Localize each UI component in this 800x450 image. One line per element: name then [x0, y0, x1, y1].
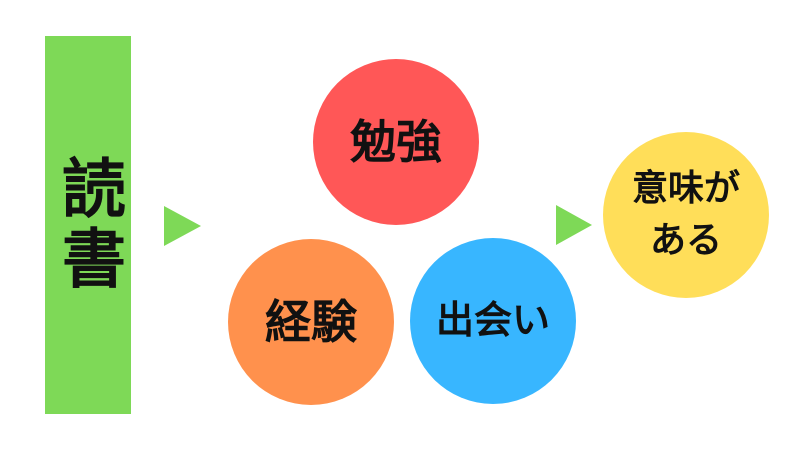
study-label: 勉強	[350, 114, 442, 169]
meaningful-label: 意味が ある	[632, 163, 740, 267]
experience-circle: 経験	[228, 239, 394, 405]
reading-label: 読書	[51, 155, 125, 295]
meaningful-label-line-2: ある	[649, 220, 722, 261]
arrow-right-icon	[164, 206, 201, 246]
arrow-right-icon	[556, 205, 592, 245]
study-circle: 勉強	[313, 59, 479, 225]
meaningful-label-line-1: 意味が	[631, 167, 740, 209]
encounter-label: 出会い	[435, 298, 550, 343]
encounter-circle: 出会い	[410, 238, 576, 404]
experience-label: 経験	[265, 294, 357, 349]
meaningful-circle: 意味が ある	[603, 132, 769, 298]
reading-bar: 読書	[45, 36, 131, 414]
